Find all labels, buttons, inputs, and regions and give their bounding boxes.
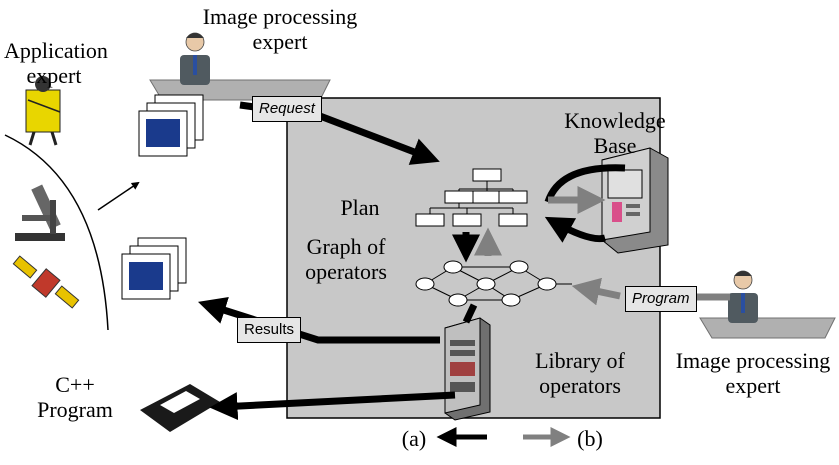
- arrow-kb-curve-bottom: [544, 216, 606, 243]
- arrow-program-to-graph: [571, 277, 621, 306]
- top-expert-label-line2: expert: [252, 29, 308, 54]
- arrow-kb-curve-top: [544, 164, 626, 204]
- arrow-to-floppy: [209, 391, 456, 421]
- slide-stack-bottom: [121, 237, 187, 300]
- plan-tree-icon: [415, 168, 528, 227]
- library-label-line2: operators: [539, 373, 621, 398]
- cpp-program-label: C++ Program: [30, 372, 120, 422]
- program-tag: Program: [625, 286, 697, 312]
- library-label-line1: Library of: [535, 348, 625, 373]
- results-tag: Results: [237, 317, 302, 343]
- request-tag: Request: [252, 96, 322, 122]
- microscope-icon: [15, 184, 65, 241]
- floppy-disk-icon: [140, 384, 220, 432]
- slide-stack-top: [138, 94, 204, 157]
- top-expert-label: Image processing expert: [190, 4, 370, 54]
- arrow-request-to-plan: [318, 112, 440, 165]
- application-boundary-curve: [4, 134, 109, 331]
- operator-graph-icon: [415, 260, 572, 307]
- right-expert-label: Image processing expert: [668, 348, 838, 398]
- knowledge-base-label: Knowledge Base: [555, 108, 675, 158]
- thin-arrow-to-slides: [97, 181, 140, 211]
- right-expert-label-line2: expert: [725, 373, 781, 398]
- cpp-program-label-line1: C++: [55, 372, 95, 397]
- graph-label-line2: operators: [305, 259, 387, 284]
- plan-label: Plan: [340, 195, 380, 220]
- legend-a-label: (a): [401, 426, 427, 451]
- application-expert-label-line1: Application: [4, 38, 108, 63]
- top-expert-label-line1: Image processing: [202, 4, 358, 29]
- knowledge-base-label-line1: Knowledge: [564, 108, 666, 133]
- knowledge-base-label-line2: Base: [593, 133, 637, 158]
- satellite-icon: [12, 255, 80, 309]
- application-expert-label: Application expert: [4, 38, 108, 88]
- arrow-results-to-slides: [197, 296, 440, 344]
- arrow-server-to-graph: [462, 303, 478, 324]
- library-of-operators-label: Library of operators: [525, 348, 635, 398]
- graph-label-line1: Graph of: [306, 234, 386, 259]
- graph-of-operators-label: Graph of operators: [296, 234, 396, 284]
- right-expert-label-line1: Image processing: [675, 348, 831, 373]
- library-server-icon: [444, 317, 491, 421]
- knowledge-base-computer-icon: [601, 147, 669, 254]
- cpp-program-label-line2: Program: [37, 397, 113, 422]
- right-expert-icon: [699, 270, 836, 339]
- legend-b-label: (b): [577, 426, 603, 451]
- application-expert-label-line2: expert: [26, 63, 82, 88]
- application-expert-icon: [25, 76, 61, 146]
- top-expert-icon: [149, 32, 331, 101]
